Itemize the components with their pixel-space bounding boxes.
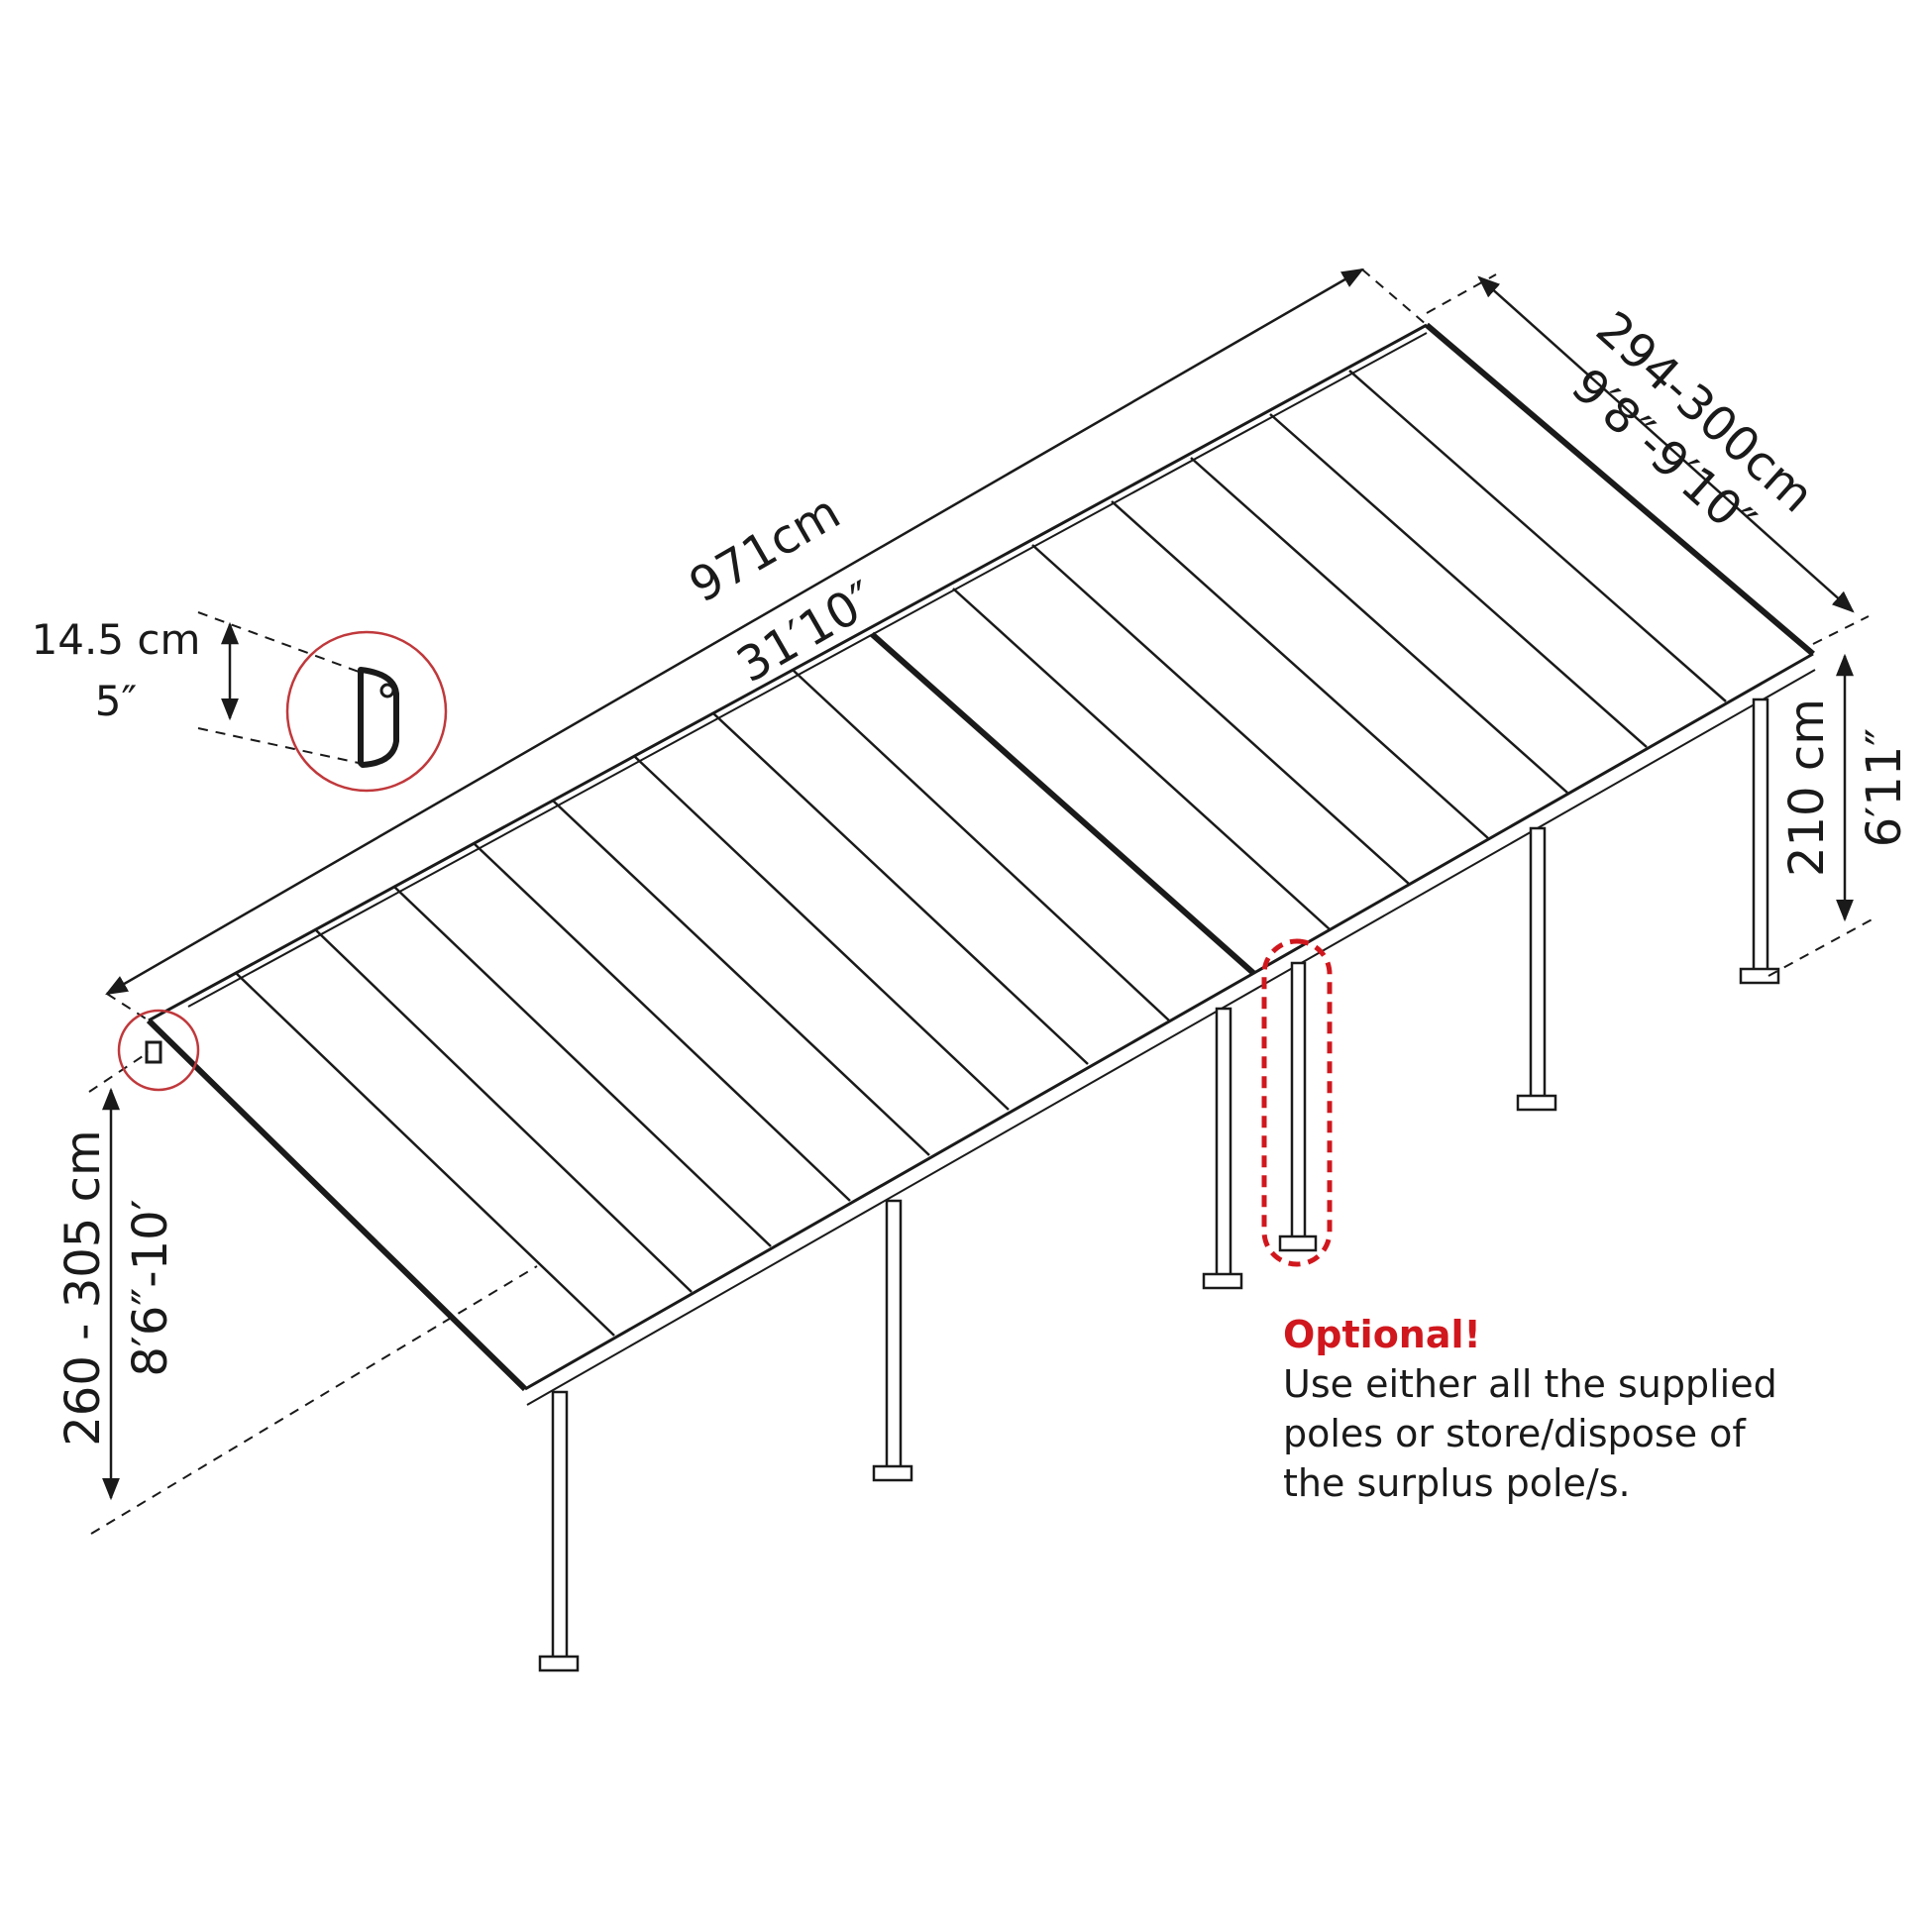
gutter-detail: 14.5 cm 5″ — [32, 611, 448, 793]
roof-left-rafter — [146, 1018, 528, 1392]
panel-line — [1111, 500, 1489, 839]
length-arrow — [105, 268, 1364, 996]
panel-line — [235, 972, 615, 1337]
gutter-imperial-label: 5″ — [95, 677, 137, 725]
post — [1739, 698, 1780, 985]
panel-line — [473, 842, 851, 1202]
gutter-dash-bottom — [197, 727, 360, 764]
front-height-metric-label: 260 - 305 cm — [55, 1129, 111, 1446]
front-height-imperial-label: 8′6″-10′ — [123, 1199, 178, 1376]
back-height-metric-label: 210 cm — [1779, 698, 1835, 877]
gutter-dash-top — [197, 611, 360, 673]
back-height-extension — [1767, 915, 1878, 977]
gutter-profile-bead — [379, 683, 395, 698]
width-extension — [1426, 273, 1497, 314]
gutter-detail-circle — [285, 630, 448, 793]
front-height-dimension: 260 - 305 cm 8′6″-10′ — [55, 1051, 538, 1535]
roof-frame — [146, 322, 1816, 1406]
panel-line — [393, 886, 772, 1247]
optional-note-line: the surplus pole/s. — [1283, 1461, 1631, 1505]
back-height-imperial-label: 6′11″ — [1857, 728, 1912, 847]
post — [1202, 1007, 1243, 1290]
length-extension — [106, 993, 150, 1021]
panel-line — [552, 800, 930, 1156]
length-dimension: 971cm 31′10″ — [105, 268, 1428, 1021]
roof-front-beam — [524, 652, 1814, 1391]
corner-detail-circle — [117, 1009, 200, 1092]
post — [1516, 826, 1557, 1112]
post — [872, 1199, 913, 1482]
back-height-dimension: 210 cm 6′11″ — [1767, 653, 1912, 977]
width-dimension: 294-300cm 9′8″-9′10″ — [1426, 273, 1870, 645]
panel-line — [633, 755, 1010, 1111]
front-height-extension — [88, 1051, 150, 1093]
corner-bracket — [145, 1040, 162, 1064]
roof-front-beam-lower — [526, 669, 1816, 1406]
optional-heading: Optional! — [1283, 1313, 1481, 1356]
optional-note-line: Use either all the supplied — [1283, 1362, 1777, 1406]
panel-line — [1190, 457, 1568, 794]
gutter-profile-icon — [358, 667, 399, 768]
gutter-metric-label: 14.5 cm — [32, 615, 201, 664]
width-extension — [1812, 615, 1870, 645]
length-extension — [1361, 268, 1428, 326]
posts — [538, 698, 1780, 1672]
front-height-extension — [90, 1265, 538, 1535]
post — [538, 1390, 580, 1672]
optional-pole-highlight — [1261, 938, 1333, 1267]
panel-line — [712, 712, 1089, 1065]
panel-line — [1031, 544, 1410, 885]
optional-note-line: poles or store/dispose of — [1283, 1412, 1746, 1455]
post-optional — [1278, 961, 1318, 1252]
width-arrow — [1477, 275, 1855, 613]
optional-note: Optional! Use either all the supplied po… — [1283, 1310, 1877, 1508]
